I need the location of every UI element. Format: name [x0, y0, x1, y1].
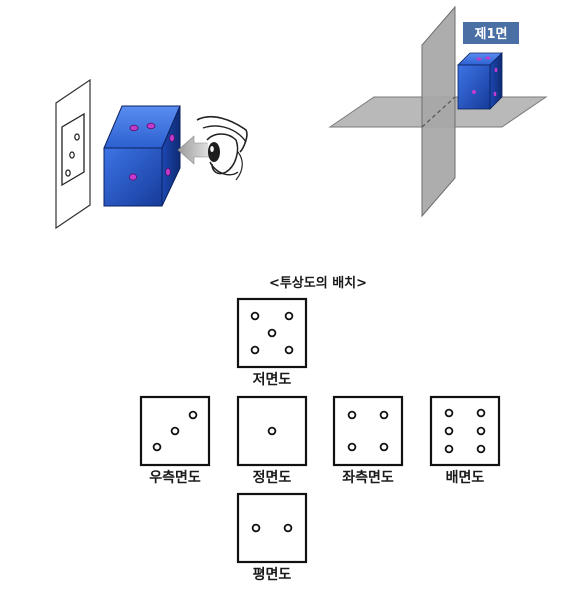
pip — [250, 345, 260, 355]
pip — [152, 442, 162, 452]
cube-pip — [146, 122, 156, 130]
eye-icon — [196, 115, 248, 181]
cube-pip — [165, 167, 171, 176]
pip — [188, 410, 198, 420]
pip — [379, 442, 389, 452]
pip — [379, 410, 389, 420]
pip — [476, 444, 486, 454]
projection-dots — [65, 133, 80, 177]
view-label-bottom: 저면도 — [253, 371, 292, 388]
planes-scene: 제1면 — [328, 5, 548, 218]
view-bottom: 저면도 — [236, 297, 308, 388]
observer-scene — [55, 78, 248, 230]
view-label-left: 좌측면도 — [342, 469, 394, 486]
view-box-front — [236, 395, 308, 467]
face-label-box — [463, 22, 519, 44]
pip — [347, 410, 357, 420]
view-box-top — [236, 492, 308, 564]
view-label-right: 우측면도 — [149, 469, 201, 486]
small-dice-cube — [457, 52, 503, 110]
view-front: 정면도 — [236, 395, 308, 486]
pip — [444, 426, 454, 436]
cube-pip — [128, 173, 137, 181]
pip — [284, 345, 294, 355]
intersection-line — [421, 96, 456, 128]
face-label: 제1면 — [475, 26, 508, 42]
cube-pip — [129, 124, 139, 132]
cube-pip — [169, 133, 175, 142]
view-box-left — [332, 395, 404, 467]
view-top: 평면도 — [236, 492, 308, 583]
view-direction-arrow — [177, 135, 213, 165]
pip — [476, 426, 486, 436]
projection-frame — [61, 112, 85, 187]
pip — [283, 523, 293, 533]
pip — [250, 311, 260, 321]
arrangement-title: <투상도의 배치> — [269, 275, 367, 291]
view-label-rear: 배면도 — [446, 469, 485, 486]
view-box-rear — [429, 395, 501, 467]
pip — [347, 442, 357, 452]
pip — [444, 408, 454, 418]
view-rear: 배면도 — [429, 395, 501, 486]
pip — [476, 408, 486, 418]
view-left: 좌측면도 — [332, 395, 404, 486]
view-label-top: 평면도 — [253, 566, 292, 583]
pip — [284, 311, 294, 321]
pip — [267, 426, 277, 436]
view-right: 우측면도 — [139, 395, 211, 486]
pip — [251, 523, 261, 533]
pip — [267, 328, 277, 338]
pip — [444, 444, 454, 454]
pip — [170, 426, 180, 436]
view-label-front: 정면도 — [253, 469, 292, 486]
dice-cube — [103, 105, 181, 207]
